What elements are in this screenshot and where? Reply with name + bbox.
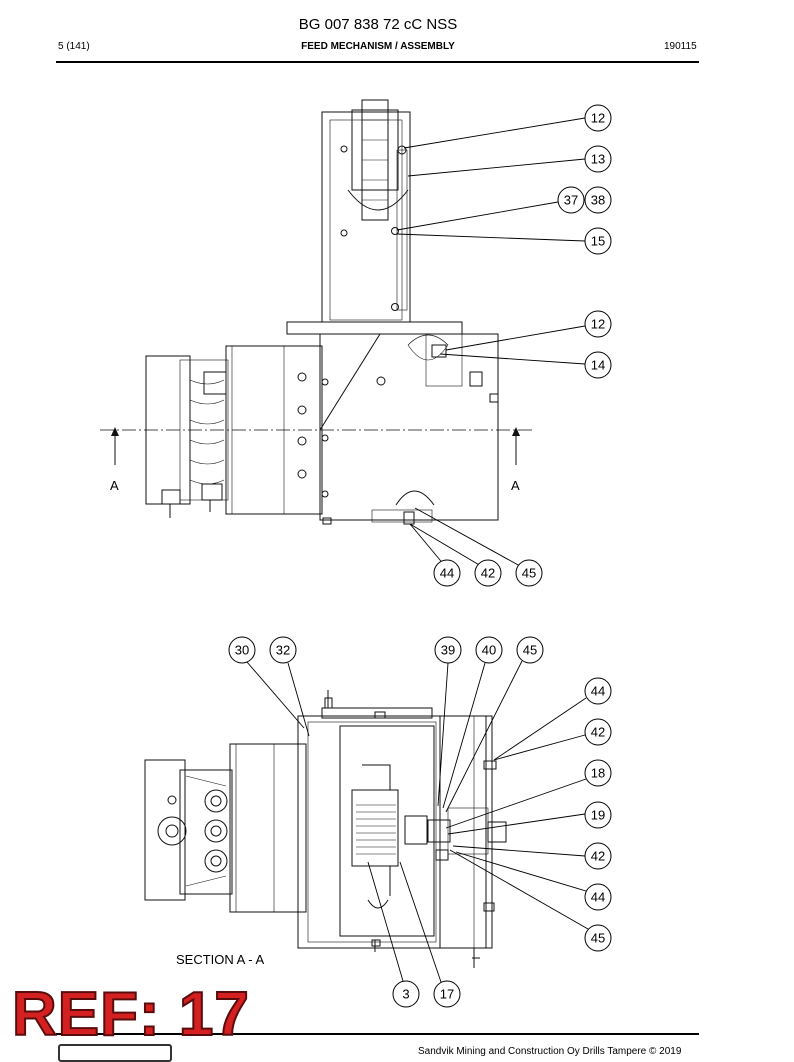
svg-text:45: 45 xyxy=(523,643,537,658)
footer-rule xyxy=(56,1033,699,1035)
page-number: 5 (141) xyxy=(58,41,90,52)
top-view-leaders xyxy=(396,117,586,567)
balloon-45-top: 45 xyxy=(515,559,543,587)
svg-text:42: 42 xyxy=(591,849,605,864)
footer-copyright: Sandvik Mining and Construction Oy Drill… xyxy=(418,1046,682,1057)
svg-text:14: 14 xyxy=(591,358,605,373)
top-view-drawing xyxy=(100,99,532,525)
svg-text:44: 44 xyxy=(591,890,605,905)
balloon-42-section-top: 42 xyxy=(584,718,612,746)
section-view-drawing xyxy=(144,690,507,968)
svg-text:3: 3 xyxy=(402,987,409,1002)
balloon-42-section-bottom: 42 xyxy=(584,842,612,870)
svg-text:12: 12 xyxy=(591,111,605,126)
svg-text:39: 39 xyxy=(441,643,455,658)
svg-text:42: 42 xyxy=(481,566,495,581)
svg-text:13: 13 xyxy=(591,152,605,167)
svg-text:42: 42 xyxy=(591,725,605,740)
svg-text:19: 19 xyxy=(591,808,605,823)
svg-text:17: 17 xyxy=(440,987,454,1002)
svg-text:44: 44 xyxy=(591,684,605,699)
balloon-19: 19 xyxy=(584,801,612,829)
svg-text:18: 18 xyxy=(591,766,605,781)
svg-text:12: 12 xyxy=(591,317,605,332)
balloon-3: 3 xyxy=(392,980,420,1008)
balloon-44-top: 44 xyxy=(433,559,461,587)
balloon-17: 17 xyxy=(433,980,461,1008)
balloon-45-section-top: 45 xyxy=(516,636,544,664)
balloon-44-section-bottom: 44 xyxy=(584,883,612,911)
section-title: FEED MECHANISM / ASSEMBLY xyxy=(301,41,455,52)
balloon-40: 40 xyxy=(475,636,503,664)
balloon-39: 39 xyxy=(434,636,462,664)
svg-text:15: 15 xyxy=(591,234,605,249)
section-marker-right: A xyxy=(511,478,520,493)
balloon-15: 15 xyxy=(584,227,612,255)
balloon-30: 30 xyxy=(228,636,256,664)
balloon-13: 13 xyxy=(584,145,612,173)
svg-text:45: 45 xyxy=(591,931,605,946)
balloon-38: 38 xyxy=(584,186,612,214)
svg-text:30: 30 xyxy=(235,643,249,658)
svg-text:44: 44 xyxy=(440,566,454,581)
balloon-14: 14 xyxy=(584,351,612,379)
svg-text:37: 37 xyxy=(564,193,578,208)
svg-text:32: 32 xyxy=(276,643,290,658)
section-label: SECTION A - A xyxy=(176,952,264,967)
document-number: BG 007 838 72 cC NSS xyxy=(298,16,458,33)
balloon-37: 37 xyxy=(557,186,585,214)
section-marker-left: A xyxy=(110,478,119,493)
balloon-44-section-top: 44 xyxy=(584,677,612,705)
svg-text:38: 38 xyxy=(591,193,605,208)
svg-text:45: 45 xyxy=(522,566,536,581)
balloon-18: 18 xyxy=(584,759,612,787)
balloon-12-mid: 12 xyxy=(584,310,612,338)
balloon-12-top: 12 xyxy=(584,104,612,132)
balloon-32: 32 xyxy=(269,636,297,664)
ref-stamp: REF: 17 xyxy=(11,980,250,1049)
balloon-45-section-bottom: 45 xyxy=(584,924,612,952)
header-rule xyxy=(56,61,699,63)
date-code: 190115 xyxy=(664,41,697,52)
svg-text:40: 40 xyxy=(482,643,496,658)
section-view-leaders xyxy=(246,660,589,983)
balloon-42-top: 42 xyxy=(474,559,502,587)
